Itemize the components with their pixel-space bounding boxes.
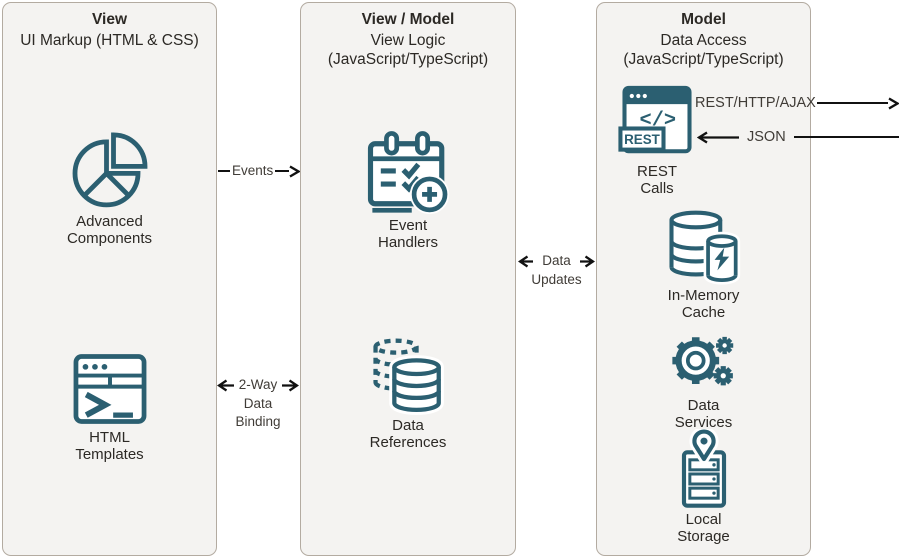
panel-view-model-subtitle: View Logic (JavaScript/TypeScript) <box>327 32 489 68</box>
rest-http-ajax-line <box>816 101 888 105</box>
arrow-right-icon <box>289 165 300 177</box>
arrow-right-icon <box>888 97 899 109</box>
rest-calls-label: REST Calls <box>636 163 677 197</box>
local-storage-label: Local Storage <box>677 511 730 545</box>
data-updates-arrow: Data Updates <box>517 252 596 289</box>
arrow-left-icon <box>697 131 739 143</box>
event-handlers-item: Event Handlers <box>301 125 515 251</box>
rest-http-ajax-label: REST/HTTP/AJAX <box>695 94 816 111</box>
html-templates-label: HTML Templates <box>75 429 144 463</box>
arrow-left-icon <box>217 379 234 392</box>
panel-model-title: Model <box>681 11 726 28</box>
arrow-left-icon <box>518 255 533 268</box>
json-line <box>793 135 899 139</box>
pie-chart-icon <box>72 132 147 208</box>
rest-http-ajax-arrow: REST/HTTP/AJAX <box>695 95 899 111</box>
panel-model: Model Data Access (JavaScript/TypeScript… <box>596 2 811 556</box>
data-services-label: Data Services <box>674 397 733 431</box>
two-way-binding-label: 2-Way Data Binding <box>235 377 281 429</box>
rest-window-icon: </> REST <box>618 85 692 154</box>
databases-icon <box>373 338 444 415</box>
event-handlers-label: Event Handlers <box>377 217 439 251</box>
local-storage-item: Local Storage <box>597 429 810 545</box>
gears-icon <box>671 336 733 386</box>
data-services-item: Data Services <box>597 329 810 431</box>
events-arrow-line <box>275 169 289 173</box>
panel-view-title: View <box>91 11 128 28</box>
arrow-right-icon <box>282 379 299 392</box>
events-arrow-label: Events <box>232 162 274 178</box>
panel-view-model: View / Model View Logic (JavaScript/Type… <box>300 2 516 556</box>
advanced-components-item: Advanced Components <box>3 127 216 247</box>
in-memory-cache-item: In-Memory Cache <box>597 207 810 321</box>
arrow-right-icon <box>580 255 595 268</box>
svg-text:REST: REST <box>624 132 661 147</box>
html-templates-item: HTML Templates <box>3 351 216 463</box>
in-memory-cache-label: In-Memory Cache <box>667 287 740 321</box>
panel-view-model-title: View / Model <box>361 11 455 28</box>
panel-view-subtitle: UI Markup (HTML & CSS) <box>20 32 199 49</box>
data-updates-label: Data Updates <box>531 253 582 287</box>
data-references-item: Data References <box>301 333 515 451</box>
rest-calls-item: </> REST REST Calls <box>611 83 703 197</box>
events-arrow-tail <box>218 169 230 173</box>
json-label: JSON <box>747 128 786 145</box>
terminal-window-icon <box>73 354 146 424</box>
storage-pin-icon <box>681 429 726 508</box>
advanced-components-label: Advanced Components <box>66 213 153 247</box>
panel-model-subtitle: Data Access (JavaScript/TypeScript) <box>623 32 784 68</box>
data-references-label: Data References <box>369 417 447 451</box>
events-arrow: Events <box>218 162 300 180</box>
calendar-event-icon <box>367 131 450 215</box>
panel-view: View UI Markup (HTML & CSS) Advanced Com… <box>2 2 217 556</box>
cache-database-icon <box>668 210 740 285</box>
two-way-binding-arrow: 2-Way Data Binding <box>217 376 299 432</box>
json-arrow: JSON <box>697 129 899 145</box>
